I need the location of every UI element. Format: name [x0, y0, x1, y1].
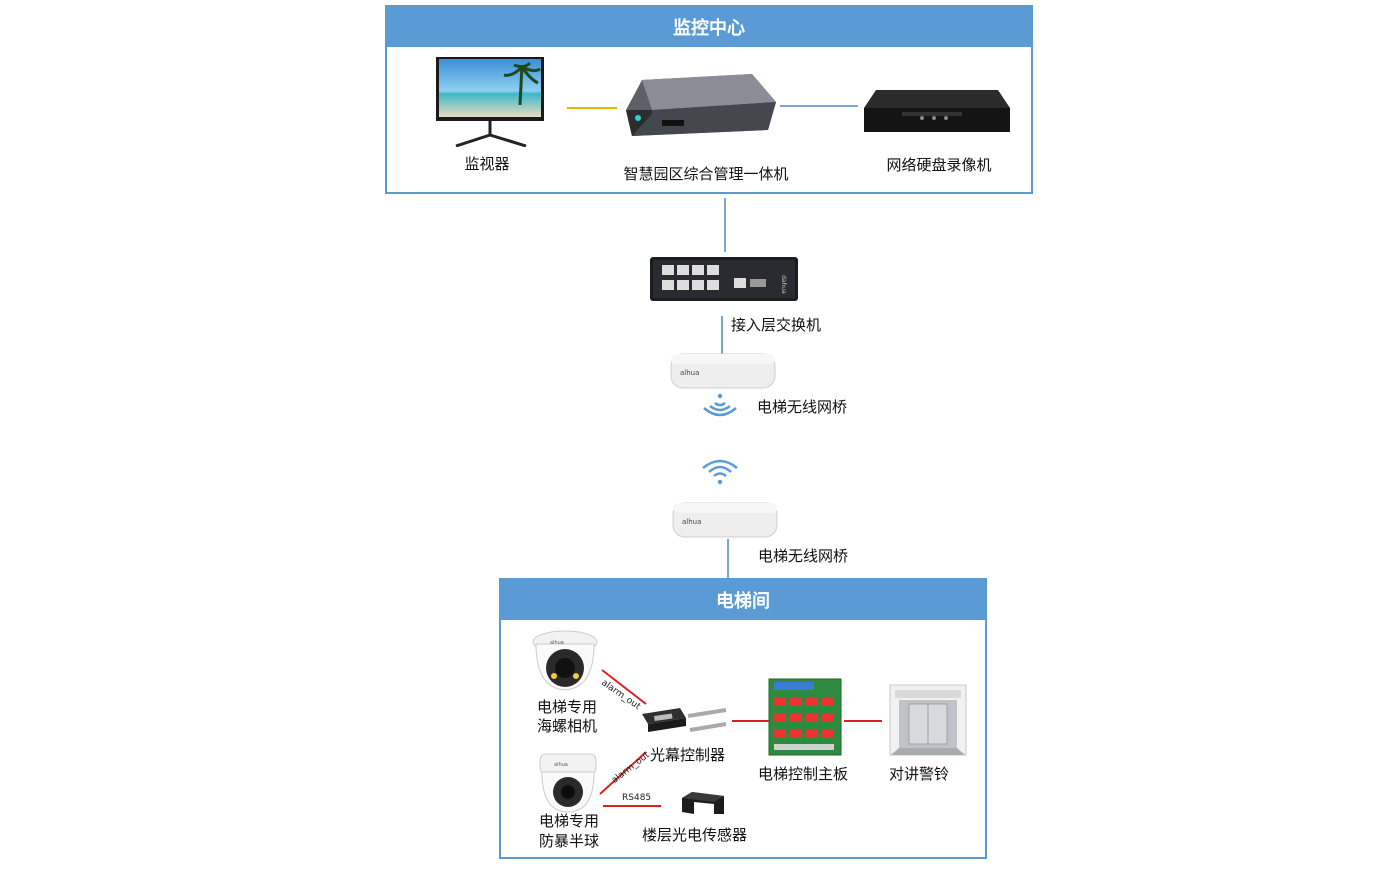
floor-sensor-label: 楼层光电传感器 [642, 826, 748, 844]
dome-camera-label-1: 电梯专用 [538, 812, 600, 830]
alarm-link-1 [601, 669, 647, 705]
control-board-icon [768, 678, 842, 756]
wireless-bridge-top-icon: alhua [670, 353, 776, 389]
dome-camera-icon: alhua [539, 753, 597, 813]
access-switch-icon: dahua [650, 257, 798, 301]
wireless-bridge-bottom-icon: alhua [672, 502, 778, 538]
light-curtain-controller-label: 光幕控制器 [650, 746, 726, 764]
nvr-icon [864, 90, 1010, 132]
elevator-room-title: 电梯间 [501, 580, 985, 620]
monitor-label: 监视器 [464, 155, 510, 173]
wireless-bridge-top-label: 电梯无线网桥 [757, 398, 848, 416]
floor-sensor-icon [682, 792, 724, 814]
svg-text:alhua: alhua [554, 762, 568, 768]
switch-bridge-link [721, 316, 723, 356]
rs485-label: RS485 [622, 793, 652, 803]
conch-camera-label-2: 海螺相机 [536, 717, 598, 735]
conch-camera-label-1: 电梯专用 [536, 698, 598, 716]
control-board-label: 电梯控制主板 [757, 765, 849, 783]
bridge-room-link [727, 539, 729, 579]
wifi-receive-icon [702, 459, 738, 485]
hdmi-link [567, 107, 617, 109]
svg-text:dahua: dahua [780, 275, 787, 294]
svg-text:alhua: alhua [682, 518, 701, 526]
conch-camera-icon: alhua [532, 630, 598, 691]
host-nvr-link [780, 105, 858, 107]
nvr-label: 网络硬盘录像机 [886, 156, 992, 174]
wifi-transmit-icon [703, 393, 737, 417]
intercom-alarm-icon [889, 684, 967, 756]
svg-text:alhua: alhua [680, 369, 699, 377]
light-curtain-controller-icon [642, 708, 727, 732]
intercom-alarm-label: 对讲警铃 [888, 765, 950, 783]
curtain-board-link [732, 720, 769, 722]
management-host-label: 智慧园区综合管理一体机 [623, 165, 789, 183]
wireless-bridge-bottom-label: 电梯无线网桥 [758, 547, 849, 565]
access-switch-label: 接入层交换机 [731, 316, 822, 334]
dome-camera-label-2: 防暴半球 [538, 832, 600, 850]
alarm-link-2 [599, 751, 647, 795]
center-switch-link [724, 198, 726, 252]
rs485-link [603, 805, 661, 807]
monitor-icon [436, 57, 544, 147]
monitoring-center-title: 监控中心 [387, 7, 1031, 47]
management-host-icon [626, 74, 776, 136]
svg-text:alhua: alhua [550, 640, 564, 646]
board-intercom-link [844, 720, 882, 722]
